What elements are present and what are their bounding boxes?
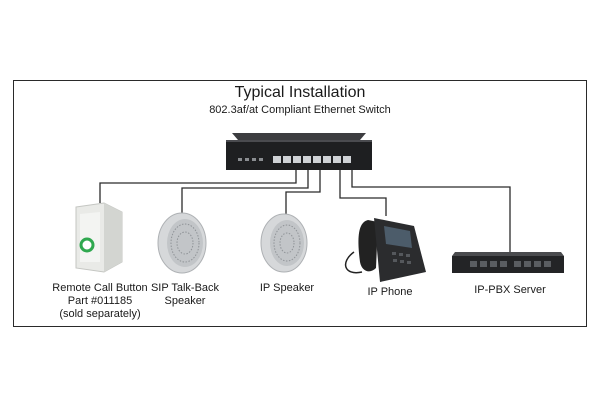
connection-lines: [99, 170, 511, 253]
label-ip-phone: IP Phone: [367, 286, 413, 298]
label-ip-speaker: IP Speaker: [259, 282, 315, 294]
label-remote-call-button: Remote Call Button Part #011185 (sold se…: [52, 282, 148, 320]
diagram-frame: [13, 80, 587, 327]
label-ip-pbx-server: IP-PBX Server: [474, 284, 546, 296]
label-sip-talkback-speaker: SIP Talk-Back Speaker: [150, 282, 220, 307]
link-ip-speaker: [285, 170, 321, 216]
link-remote-call-button: [99, 170, 297, 203]
ethernet-switch-icon: [226, 133, 372, 170]
wall-button-icon: [75, 202, 123, 273]
link-ip-phone: [339, 170, 387, 216]
ceiling-speaker-icon: [157, 212, 207, 274]
link-ip-pbx-server: [351, 170, 511, 253]
ceiling-speaker-icon: [260, 213, 308, 273]
link-sip-talkback-speaker: [181, 170, 309, 215]
diagram-title: Typical Installation: [234, 84, 366, 101]
diagram-subtitle: 802.3af/at Compliant Ethernet Switch: [209, 104, 391, 116]
server-box-icon: [452, 252, 564, 273]
desk-phone-icon: [344, 218, 426, 282]
